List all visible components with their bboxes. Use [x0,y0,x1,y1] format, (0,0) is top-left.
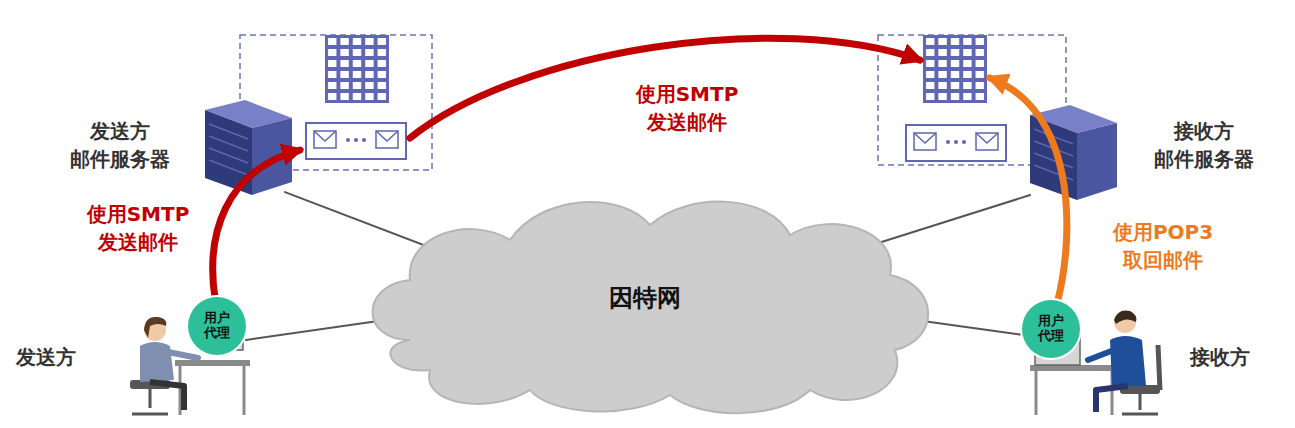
node-label: 发送方 [16,343,76,371]
label-holder: 使用SMTP 发送邮件 [68,200,208,256]
label-holder: 发送方 邮件服务器 [53,117,187,173]
cloud-outline [373,202,929,414]
cloud-label: 因特网 [609,282,681,316]
mail-flow-arrow [990,78,1067,300]
user-agent-circle: 用户 代理 [1022,300,1080,358]
sender-user: 发送方 用户 代理 [5,295,245,425]
user-agent-circle: 用户 代理 [188,297,246,355]
mail-server: 接收方 邮件服务器 [875,35,1120,200]
agent-label: 用户 代理 [204,311,230,341]
label-holder: 使用POP3 取回邮件 [1098,218,1228,274]
node-label: 发送方 邮件服务器 [70,117,170,173]
label-holder: 因特网 [350,282,940,316]
edge-label: 使用SMTP 发送邮件 [87,200,190,256]
receiver-user: 接收方 用户 代理 [1015,295,1290,425]
edge-label: 使用POP3 取回邮件 [1113,218,1213,274]
receiver-figure [1030,310,1160,415]
mail-server: 发送方 邮件服务器 [195,35,435,197]
dashed-frame [240,35,1066,170]
mail-flow-arrow [213,150,300,300]
label-holder: 接收方 [1175,343,1265,371]
agent-label: 用户 代理 [1038,314,1064,344]
internet-cloud: 因特网 [350,190,940,415]
label-holder: 使用SMTP 发送邮件 [612,80,762,136]
node-label: 接收方 [1190,343,1250,371]
label-holder: 发送方 [5,343,87,371]
mail-flow-arrow [410,38,920,138]
edge-label: 使用SMTP 发送邮件 [636,80,739,136]
node-label: 接收方 邮件服务器 [1154,117,1254,173]
label-holder: 接收方 邮件服务器 [1137,117,1271,173]
